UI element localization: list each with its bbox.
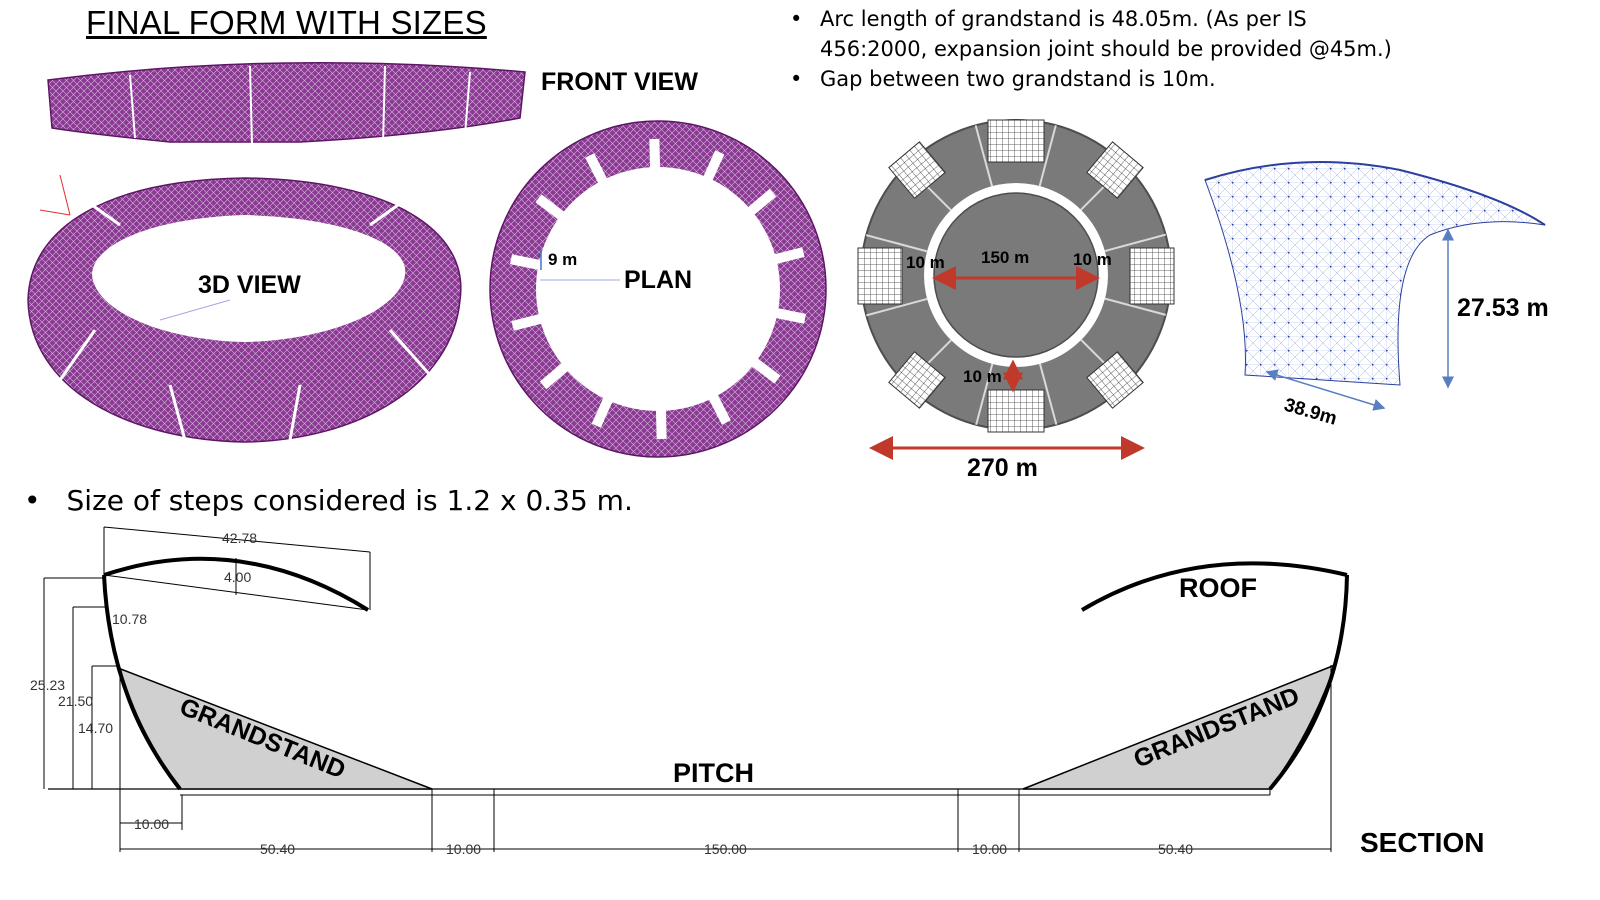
front-view-label: FRONT VIEW <box>541 68 698 96</box>
truss-width-dim: 38.9m <box>1282 395 1340 430</box>
plan-gap <box>702 150 725 184</box>
plan-gap <box>539 360 571 390</box>
dim-gap-right: 10.00 <box>972 841 1007 857</box>
plan-gap <box>511 313 545 331</box>
stadium-render <box>857 119 1175 460</box>
plan-gap <box>509 254 544 271</box>
plan-label: PLAN <box>624 266 692 294</box>
note-arc-length: Arc length of grandstand is 48.05m. (As … <box>790 4 1420 64</box>
plan-gap <box>772 307 807 324</box>
3d-view-model <box>27 174 462 443</box>
dim-overhang: 10.78 <box>112 611 147 627</box>
plan-gap <box>649 138 661 172</box>
dim-roof-rise: 4.00 <box>224 569 251 585</box>
dim-grandstand-width-right: 50.40 <box>1158 841 1193 857</box>
render-joint <box>865 234 928 253</box>
notes-list: Arc length of grandstand is 48.05m. (As … <box>790 4 1420 94</box>
render-joint <box>975 363 994 426</box>
plan-gap <box>745 188 777 218</box>
render-joint <box>1039 363 1058 425</box>
plan-model <box>489 120 827 458</box>
render-outer-dim: 270 m <box>967 454 1038 482</box>
render-joint <box>1104 297 1167 316</box>
render-gap-right: 10 m <box>1073 250 1112 269</box>
plan-gap <box>591 394 614 428</box>
dim-roof-span: 42.78 <box>222 530 257 546</box>
dim-base-offset: 10.00 <box>134 816 169 832</box>
plan-dim-label: 9 m <box>548 250 577 269</box>
dim-grandstand-width-left: 50.40 <box>260 841 295 857</box>
dim-grandstand-height: 14.70 <box>78 720 113 736</box>
section-label: SECTION <box>1360 827 1484 858</box>
dim-pitch-width: 150.00 <box>704 841 747 857</box>
dim-total-height: 25.23 <box>30 677 65 693</box>
page-title: FINAL FORM WITH SIZES <box>86 4 487 41</box>
dim-gap-left: 10.00 <box>446 841 481 857</box>
render-gap-left: 10 m <box>906 253 945 272</box>
plan-gap <box>707 391 731 425</box>
truss-model <box>1204 161 1546 411</box>
section-drawing <box>43 526 1349 852</box>
note-gap: Gap between two grandstand is 10m. <box>790 64 1420 94</box>
plan-gap <box>535 194 567 222</box>
render-joint <box>974 125 993 187</box>
truss-height-dim: 27.53 m <box>1457 294 1549 322</box>
pitch-label: PITCH <box>673 758 754 788</box>
plan-gap <box>655 406 667 440</box>
render-joint <box>866 298 928 317</box>
render-gap-bottom: 10 m <box>963 367 1002 386</box>
render-inner-dim: 150 m <box>981 248 1029 267</box>
steps-note: Size of steps considered is 1.2 x 0.35 m… <box>24 484 633 517</box>
plan-gap <box>585 153 609 187</box>
front-view-model <box>47 61 526 146</box>
3d-view-label: 3D VIEW <box>198 271 301 299</box>
render-joint <box>1038 124 1057 187</box>
plan-gap <box>749 356 781 384</box>
roof-label: ROOF <box>1179 573 1257 603</box>
plan-gap <box>771 247 805 265</box>
render-joint <box>1104 233 1166 252</box>
dim-roof-height: 21.50 <box>58 693 93 709</box>
